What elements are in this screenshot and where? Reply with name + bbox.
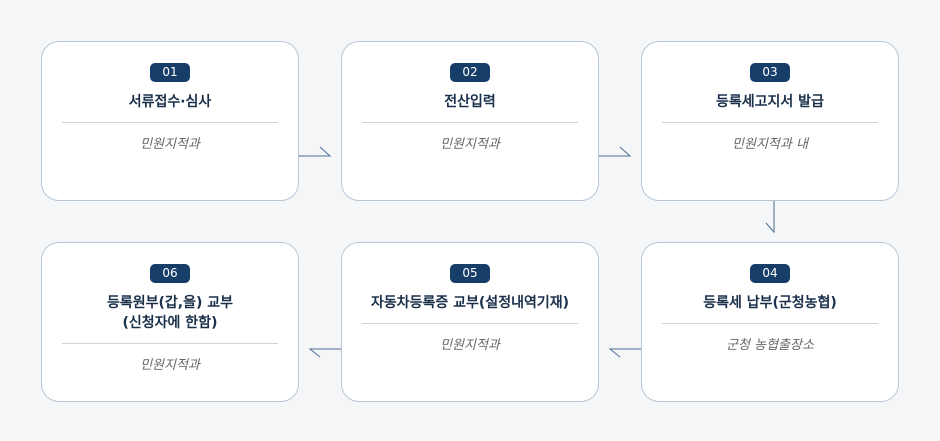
step-title: 자동차등록증 교부(설정내역기재)	[371, 295, 569, 311]
step-card-03: 03 등록세고지서 발급 민원지적과 내	[641, 41, 899, 201]
arrow-left-icon	[308, 348, 341, 358]
step-card-04: 04 등록세 납부(군청농협) 군청 농협출장소	[641, 242, 899, 402]
step-number-badge: 01	[150, 63, 190, 82]
divider	[362, 122, 578, 123]
step-number-badge: 06	[150, 264, 190, 283]
step-number-badge: 04	[750, 264, 790, 283]
step-title: 전산입력	[444, 94, 496, 110]
step-department: 민원지적과	[440, 338, 500, 353]
step-number-badge: 02	[450, 63, 490, 82]
step-department: 민원지적과	[140, 137, 200, 152]
divider	[62, 343, 278, 344]
divider	[662, 323, 878, 324]
step-title-line-1: 등록원부(갑,을) 교부	[106, 295, 234, 311]
arrow-left-icon	[608, 348, 641, 358]
divider	[62, 122, 278, 123]
step-title: 등록세 납부(군청농협)	[703, 295, 837, 311]
divider	[362, 323, 578, 324]
step-number-badge: 05	[450, 264, 490, 283]
step-number-badge: 03	[750, 63, 790, 82]
step-title: 등록세고지서 발급	[716, 94, 824, 110]
arrow-right-icon	[599, 146, 632, 157]
step-department: 군청 농협출장소	[726, 338, 814, 353]
arrow-down-icon	[765, 201, 775, 234]
step-department: 민원지적과	[140, 358, 200, 373]
step-card-06: 06 등록원부(갑,을) 교부 (신청자에 한함) 민원지적과	[41, 242, 299, 402]
step-department: 민원지적과 내	[732, 137, 808, 152]
divider	[662, 122, 878, 123]
arrow-right-icon	[299, 146, 332, 157]
step-title-line-2: (신청자에 한함)	[122, 315, 218, 331]
step-department: 민원지적과	[440, 137, 500, 152]
step-card-05: 05 자동차등록증 교부(설정내역기재) 민원지적과	[341, 242, 599, 402]
step-title: 서류접수·심사	[128, 94, 212, 110]
step-card-02: 02 전산입력 민원지적과	[341, 41, 599, 201]
step-title: 등록원부(갑,을) 교부 (신청자에 한함)	[42, 293, 298, 333]
step-card-01: 01 서류접수·심사 민원지적과	[41, 41, 299, 201]
